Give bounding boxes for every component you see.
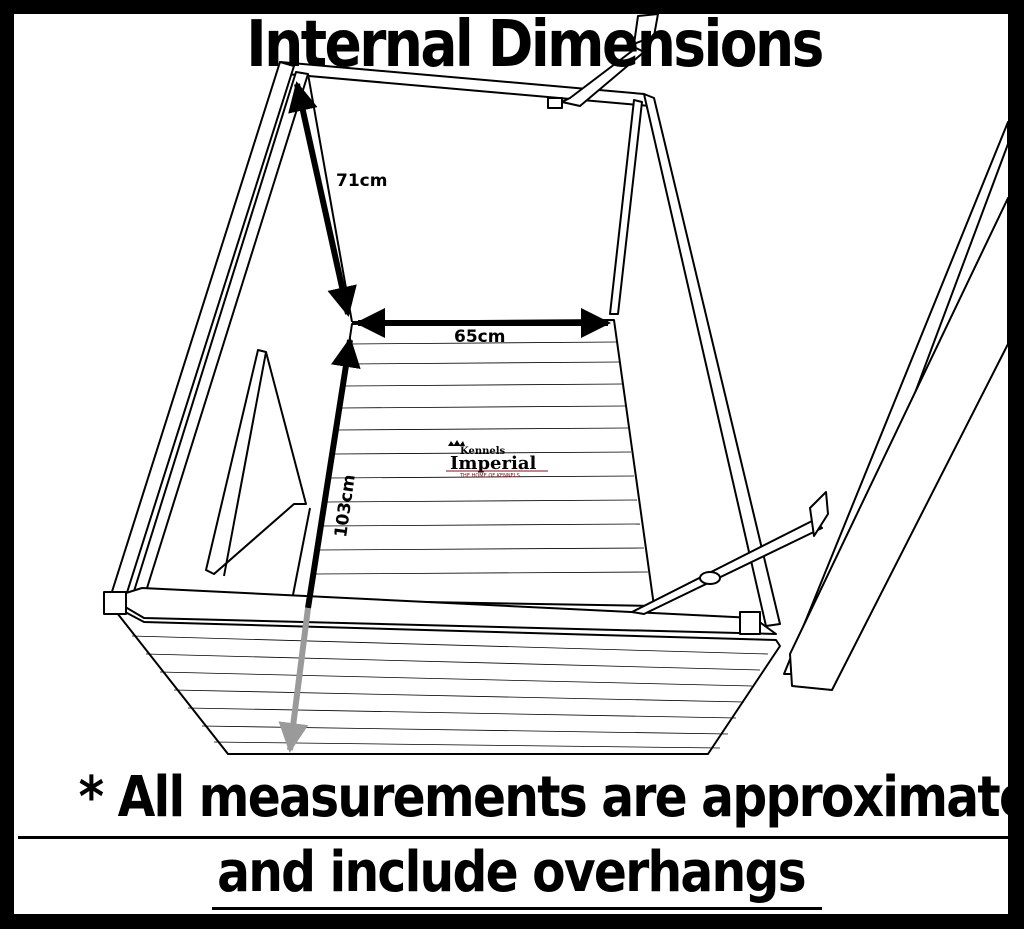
svg-text:Kennels: Kennels [460, 446, 506, 457]
underline-rule [212, 907, 822, 910]
diagram-frame: 71cm 65cm 103cm Kennels Imperial THE HOM… [14, 14, 1008, 914]
floor-slats [313, 341, 649, 575]
length-arrow [305, 337, 361, 609]
width-label: 65cm [454, 327, 505, 347]
page-title: Internal Dimensions [246, 14, 824, 82]
svg-text:THE HOME OF KENNELS: THE HOME OF KENNELS [459, 473, 520, 479]
disclaimer-line-2: and include overhangs [217, 840, 807, 905]
front-panel-slats [131, 635, 769, 749]
svg-text:Imperial: Imperial [450, 453, 536, 474]
crown-icon [448, 440, 465, 446]
length-arrow-faded [278, 607, 311, 753]
divider-rule [18, 836, 1008, 839]
kennel-outline [103, 14, 1008, 755]
kennels-imperial-logo: Kennels Imperial THE HOME OF KENNELS [446, 440, 548, 479]
depth-label: 71cm [336, 171, 387, 191]
depth-arrow [288, 81, 357, 317]
kennel-drawing: 71cm 65cm 103cm Kennels Imperial THE HOM… [103, 14, 1008, 755]
disclaimer-line-1: * All measurements are approximate [78, 765, 1008, 830]
